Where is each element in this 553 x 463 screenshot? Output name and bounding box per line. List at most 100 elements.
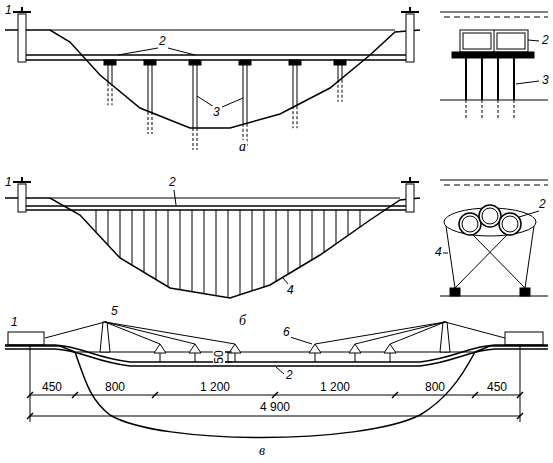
anchor-line bbox=[144, 210, 145, 272]
dimension-tick bbox=[152, 392, 158, 398]
dimension-line bbox=[30, 416, 520, 417]
river-bed bbox=[440, 100, 548, 101]
pile bbox=[108, 65, 109, 83]
anchor-line bbox=[264, 210, 265, 287]
callout-number: 2 bbox=[541, 34, 550, 46]
dimension-tick bbox=[472, 392, 478, 398]
dimension-label: 1 200 bbox=[199, 381, 231, 393]
callout-number: 4 bbox=[434, 246, 443, 258]
support-cap bbox=[239, 60, 251, 65]
anchor-line bbox=[276, 210, 277, 281]
water-surface bbox=[440, 180, 548, 181]
float bbox=[349, 344, 361, 353]
river-bed bbox=[5, 198, 420, 298]
callout-number: 3 bbox=[212, 106, 221, 118]
pile bbox=[108, 83, 109, 105]
hanger bbox=[160, 353, 161, 362]
panel-letter: в bbox=[258, 444, 266, 458]
anchor-line bbox=[360, 210, 361, 227]
well-cap bbox=[21, 177, 23, 182]
dimension-tick bbox=[27, 413, 33, 419]
pile bbox=[297, 65, 298, 106]
anchor-line bbox=[204, 210, 205, 294]
anchor-line bbox=[216, 210, 217, 296]
pile bbox=[152, 112, 153, 134]
bank-structure bbox=[505, 332, 543, 345]
anchor-cable bbox=[525, 226, 534, 288]
leader-line bbox=[222, 98, 243, 107]
pile bbox=[112, 65, 113, 83]
panel-letter: б bbox=[238, 314, 247, 328]
anchor-line bbox=[168, 210, 169, 287]
callout-number: 3 bbox=[541, 74, 550, 86]
callout-number: 1 bbox=[4, 4, 13, 16]
dimension-line bbox=[228, 352, 229, 362]
pipeline bbox=[5, 349, 548, 366]
box-pipe bbox=[497, 33, 525, 49]
float bbox=[309, 344, 321, 353]
river-bed bbox=[440, 296, 548, 297]
anchor-line bbox=[336, 210, 337, 244]
anchor-line bbox=[96, 210, 97, 232]
valve-well bbox=[18, 184, 26, 212]
panel-letter: а bbox=[238, 140, 247, 154]
pipeline bbox=[22, 205, 410, 207]
hanger bbox=[315, 353, 316, 362]
tower bbox=[100, 322, 110, 352]
pile bbox=[152, 65, 153, 112]
dimension-label: 800 bbox=[104, 381, 126, 393]
dimension-tick bbox=[72, 392, 78, 398]
extension-line bbox=[520, 346, 521, 422]
pile bbox=[338, 80, 339, 102]
leader-line bbox=[174, 190, 176, 205]
stay-cable bbox=[445, 322, 505, 338]
support-cap bbox=[104, 60, 116, 65]
pipe-section bbox=[479, 205, 501, 227]
well-cap bbox=[21, 7, 23, 12]
pile bbox=[293, 65, 294, 106]
dimension-tick bbox=[27, 392, 33, 398]
dimension-label: 450 bbox=[41, 381, 63, 393]
anchor-line bbox=[108, 210, 109, 245]
pile bbox=[112, 83, 113, 105]
leader-line bbox=[519, 211, 539, 217]
pile bbox=[513, 58, 515, 100]
pipeline bbox=[22, 59, 410, 61]
dimension-label: 450 bbox=[486, 381, 508, 393]
pile bbox=[193, 128, 194, 150]
extension-line bbox=[30, 346, 31, 422]
pile bbox=[465, 58, 467, 100]
support-cap bbox=[144, 60, 156, 65]
dimension-tick bbox=[272, 392, 278, 398]
leader-line bbox=[276, 367, 284, 374]
anchor-line bbox=[192, 210, 193, 292]
suspension-cable bbox=[315, 322, 445, 344]
hanger bbox=[355, 353, 356, 362]
leader-line bbox=[442, 253, 448, 254]
pile bbox=[297, 106, 298, 128]
support-cap bbox=[334, 60, 346, 65]
float bbox=[154, 344, 166, 353]
leader-line bbox=[528, 40, 539, 41]
float bbox=[384, 344, 396, 353]
callout-number: 2 bbox=[158, 35, 167, 47]
callout-number: 1 bbox=[10, 316, 19, 328]
pile bbox=[481, 58, 483, 100]
anchor-line bbox=[312, 210, 313, 260]
bank-structure bbox=[8, 332, 44, 345]
water-surface bbox=[444, 17, 548, 18]
dimension-line bbox=[224, 362, 232, 363]
dimension-tick bbox=[517, 413, 523, 419]
callout-number: 2 bbox=[168, 176, 177, 188]
pipeline bbox=[22, 54, 410, 56]
anchor-cable bbox=[446, 226, 455, 288]
leader-line bbox=[118, 48, 158, 55]
box-pipe bbox=[494, 30, 495, 52]
callout-number: 2 bbox=[285, 369, 294, 381]
callout-number: 2 bbox=[538, 198, 547, 210]
pile bbox=[514, 100, 515, 120]
anchor-cable bbox=[455, 234, 508, 288]
dimension-tick bbox=[392, 392, 398, 398]
anchor-line bbox=[240, 210, 241, 295]
